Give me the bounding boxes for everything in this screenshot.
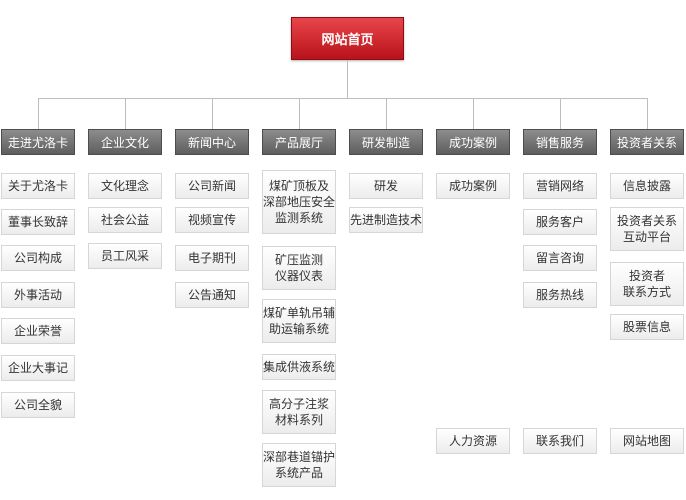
connector-horizontal [38,98,648,99]
connector-cat-1 [125,98,126,129]
connector-cat-0 [38,98,39,129]
category-sales[interactable]: 销售服务 [523,129,597,155]
link-milestones[interactable]: 企业大事记 [1,355,75,381]
link-rnd[interactable]: 研发 [349,173,423,199]
link-company-structure[interactable]: 公司构成 [1,245,75,271]
link-culture-philosophy[interactable]: 文化理念 [88,173,162,199]
link-disclosure[interactable]: 信息披露 [610,173,684,199]
link-sales-network[interactable]: 营销网络 [523,173,597,199]
link-public-welfare[interactable]: 社会公益 [88,207,162,233]
category-news[interactable]: 新闻中心 [175,129,249,155]
link-staff-style[interactable]: 员工风采 [88,243,162,269]
link-sitemap[interactable]: 网站地图 [610,428,684,454]
category-zoujin-yuluoka[interactable]: 走进尤洛卡 [1,129,75,155]
link-video[interactable]: 视频宣传 [175,207,249,233]
link-investor-platform[interactable]: 投资者关系 互动平台 [610,207,684,251]
link-announcements[interactable]: 公告通知 [175,282,249,308]
link-investor-contact[interactable]: 投资者 联系方式 [610,262,684,306]
category-products[interactable]: 产品展厅 [262,129,336,155]
link-foreign-affairs[interactable]: 外事活动 [1,282,75,308]
connector-root-down [347,60,348,98]
link-contact[interactable]: 联系我们 [523,428,597,454]
connector-cat-4 [386,98,387,129]
link-ejournal[interactable]: 电子期刊 [175,245,249,271]
category-rnd[interactable]: 研发制造 [349,129,423,155]
link-message[interactable]: 留言咨询 [523,245,597,271]
link-manufacturing[interactable]: 先进制造技术 [349,207,423,233]
link-company-news[interactable]: 公司新闻 [175,173,249,199]
link-product-anchoring[interactable]: 深部巷道锚护 系统产品 [262,443,336,487]
connector-cat-3 [299,98,300,129]
connector-cat-5 [473,98,474,129]
link-hr[interactable]: 人力资源 [436,428,510,454]
category-investor[interactable]: 投资者关系 [610,129,684,155]
link-chairman-speech[interactable]: 董事长致辞 [1,209,75,235]
link-product-pressure-instruments[interactable]: 矿压监测 仪器仪表 [262,246,336,290]
link-honors[interactable]: 企业荣誉 [1,318,75,344]
category-culture[interactable]: 企业文化 [88,129,162,155]
link-success-cases[interactable]: 成功案例 [436,173,510,199]
connector-cat-7 [647,98,648,129]
connector-cat-2 [212,98,213,129]
connector-cat-6 [560,98,561,129]
link-hotline[interactable]: 服务热线 [523,282,597,308]
link-service-clients[interactable]: 服务客户 [523,209,597,235]
category-cases[interactable]: 成功案例 [436,129,510,155]
link-product-roof-monitoring[interactable]: 煤矿顶板及 深部地压安全 监测系统 [262,170,336,234]
link-company-overview[interactable]: 公司全貌 [1,392,75,418]
link-product-monorail[interactable]: 煤矿单轨吊辅 助运输系统 [262,299,336,343]
link-product-grouting[interactable]: 高分子注浆 材料系列 [262,390,336,434]
link-about[interactable]: 关于尤洛卡 [1,173,75,199]
link-stock-info[interactable]: 股票信息 [610,314,684,340]
sitemap-root-button[interactable]: 网站首页 [291,17,404,60]
link-product-fluid-supply[interactable]: 集成供液系统 [262,354,336,380]
